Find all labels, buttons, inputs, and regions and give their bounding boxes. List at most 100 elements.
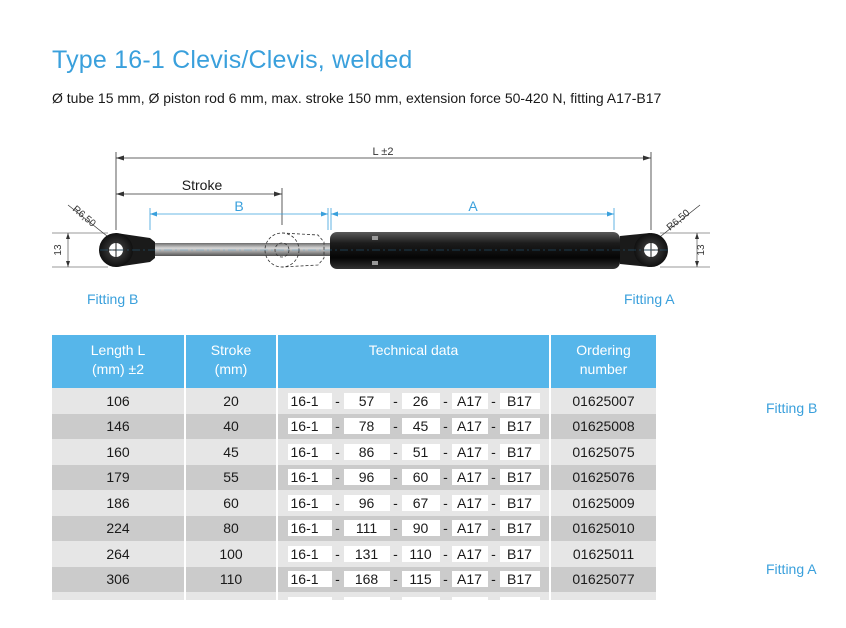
code-part: 16-1 <box>287 443 332 460</box>
code-part: B17 <box>499 494 540 511</box>
cell-length: 306 <box>52 566 186 592</box>
side-label-fitting-b: Fitting B <box>766 400 818 416</box>
cell-technical: 16-1-96-60-A17-B17 <box>277 464 551 490</box>
table-row: 305.512016-1-157.5-125-A17-B1701625012 <box>52 592 656 600</box>
stroke-dimension: Stroke <box>116 177 283 225</box>
code-separator: - <box>491 571 496 588</box>
stroke-label: Stroke <box>182 177 223 193</box>
technical-code: 16-1-57-26-A17-B17 <box>287 392 540 409</box>
code-part: 110 <box>401 545 440 562</box>
code-separator: - <box>491 469 496 486</box>
cell-technical: 16-1-157.5-125-A17-B17 <box>277 592 551 600</box>
code-part: 26 <box>401 392 440 409</box>
code-part: 78 <box>343 418 390 435</box>
code-separator: - <box>393 494 398 511</box>
technical-code: 16-1-168-115-A17-B17 <box>287 571 540 588</box>
cell-order-number: 01625007 <box>550 388 656 414</box>
code-separator: - <box>491 418 496 435</box>
cell-stroke: 110 <box>185 566 278 592</box>
cell-technical: 16-1-86-51-A17-B17 <box>277 439 551 465</box>
code-separator: - <box>491 443 496 460</box>
code-part: 16-1 <box>287 571 332 588</box>
code-separator: - <box>393 545 398 562</box>
code-separator: - <box>443 520 448 537</box>
code-part: A17 <box>451 494 488 511</box>
cell-length: 186 <box>52 490 186 516</box>
code-separator: - <box>393 392 398 409</box>
code-separator: - <box>335 545 340 562</box>
cell-technical: 16-1-78-45-A17-B17 <box>277 413 551 439</box>
code-separator: - <box>335 443 340 460</box>
code-part: 67 <box>401 494 440 511</box>
code-part: 16-1 <box>287 520 332 537</box>
cell-order-number: 01625008 <box>550 413 656 439</box>
code-part: 168 <box>343 571 390 588</box>
length-dimension: L ±2 <box>115 146 652 230</box>
cell-stroke: 120 <box>185 592 278 600</box>
page-title: Type 16-1 Clevis/Clevis, welded <box>52 46 413 74</box>
code-part: 115 <box>401 571 440 588</box>
code-part: 45 <box>401 418 440 435</box>
technical-code: 16-1-78-45-A17-B17 <box>287 418 540 435</box>
height-left-label: 13 <box>53 244 64 256</box>
code-part: A17 <box>451 571 488 588</box>
code-part: 90 <box>401 520 440 537</box>
code-part: 16-1 <box>287 545 332 562</box>
cell-stroke: 55 <box>185 464 278 490</box>
code-separator: - <box>443 469 448 486</box>
code-part: A17 <box>451 418 488 435</box>
code-part: B17 <box>499 469 540 486</box>
code-separator: - <box>488 597 500 600</box>
piston-rod <box>150 243 330 256</box>
code-part: 157.5 <box>343 596 390 600</box>
code-separator: - <box>335 392 340 409</box>
code-part: 131 <box>343 545 390 562</box>
col-stroke: Stroke(mm) <box>185 335 278 388</box>
cell-technical: 16-1-57-26-A17-B17 <box>277 388 551 414</box>
code-part: A17 <box>451 392 488 409</box>
cell-stroke: 100 <box>185 541 278 567</box>
cell-stroke: 40 <box>185 413 278 439</box>
b-label: B <box>234 198 243 214</box>
code-part: 16-1 <box>287 596 332 600</box>
code-separator: - <box>393 469 398 486</box>
code-separator: - <box>443 418 448 435</box>
cell-length: 305.5 <box>52 592 186 600</box>
code-part: 60 <box>401 469 440 486</box>
spec-table: Length L(mm) ±2 Stroke(mm) Technical dat… <box>52 335 656 600</box>
technical-code: 16-1-157.5-125-A17-B17 <box>287 596 540 600</box>
col-length: Length L(mm) ±2 <box>52 335 186 388</box>
col-technical: Technical data <box>277 335 551 388</box>
code-part: 57 <box>343 392 390 409</box>
code-part: 96 <box>343 494 390 511</box>
table-header-row: Length L(mm) ±2 Stroke(mm) Technical dat… <box>52 335 656 388</box>
code-part: A17 <box>451 545 488 562</box>
code-separator: - <box>393 520 398 537</box>
code-separator: - <box>393 418 398 435</box>
radius-right-label: R6,50 <box>665 207 693 233</box>
spec-table-wrapper: Length L(mm) ±2 Stroke(mm) Technical dat… <box>52 335 656 600</box>
code-part: B17 <box>499 443 540 460</box>
code-part: B17 <box>499 418 540 435</box>
code-separator: - <box>443 494 448 511</box>
code-part: 16-1 <box>287 469 332 486</box>
code-part: B17 <box>499 392 540 409</box>
side-label-fitting-a: Fitting A <box>766 561 817 577</box>
code-part: B17 <box>499 545 540 562</box>
length-label: L ±2 <box>373 146 394 158</box>
code-separator: - <box>491 392 496 409</box>
code-separator: - <box>491 545 496 562</box>
cell-order-number: 01625077 <box>550 566 656 592</box>
cell-length: 224 <box>52 515 186 541</box>
cell-length: 179 <box>52 464 186 490</box>
cell-stroke: 60 <box>185 490 278 516</box>
technical-code: 16-1-96-60-A17-B17 <box>287 469 540 486</box>
code-part: B17 <box>499 520 540 537</box>
code-separator: - <box>335 418 340 435</box>
code-separator: - <box>332 597 344 600</box>
